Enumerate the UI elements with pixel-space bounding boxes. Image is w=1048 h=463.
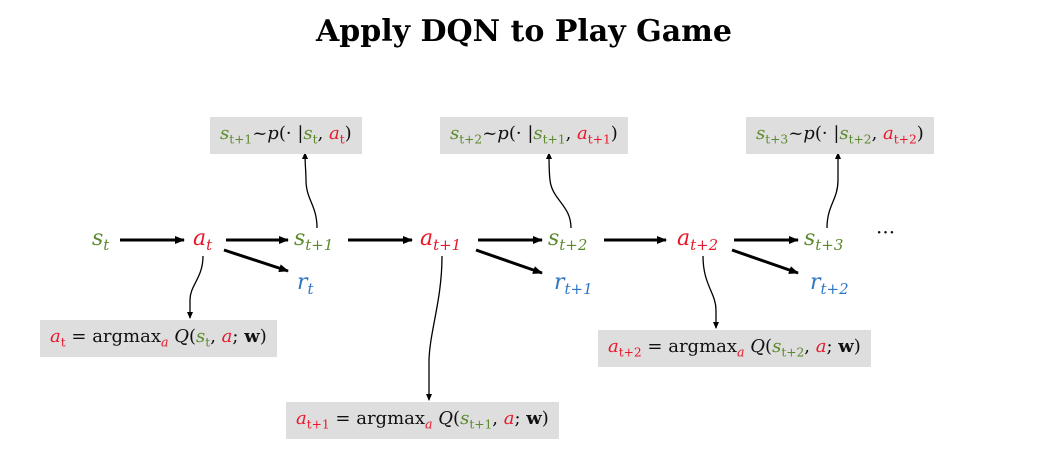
- arrow-a-t2-to-r-t2: [731, 248, 799, 275]
- curve-s-t1-to-transition-1: [302, 152, 318, 229]
- curve-s-t3-to-transition-3: [826, 152, 841, 229]
- diagram-title: Apply DQN to Play Game: [316, 14, 732, 49]
- state-s-t1: st+1: [294, 226, 334, 255]
- ellipsis: ···: [876, 220, 896, 244]
- policy-box-2: at+1 = argmaxa Q(st+1, a; w): [286, 402, 559, 439]
- policy-box-1: at = argmaxa Q(st, a; w): [40, 320, 277, 357]
- transition-box-2: st+2~p(· |st+1, at+1): [440, 117, 628, 154]
- reward-r-t2: rt+2: [810, 270, 849, 299]
- curve-a-t2-to-policy-3: [702, 255, 719, 329]
- curve-s-t2-to-transition-2: [546, 152, 572, 229]
- transition-box-1: st+1~p(· |st, at): [210, 117, 362, 154]
- reward-r-t: rt: [297, 270, 314, 299]
- curve-a-t-to-policy-1: [187, 255, 204, 319]
- policy-box-3: at+2 = argmaxa Q(st+2, a; w): [598, 330, 871, 367]
- action-a-t1: at+1: [420, 226, 462, 255]
- reward-r-t1: rt+1: [554, 270, 593, 299]
- action-a-t2: at+2: [677, 226, 719, 255]
- state-s-t3: st+3: [804, 226, 844, 255]
- action-a-t: at: [193, 226, 213, 255]
- state-s-t: st: [92, 226, 110, 255]
- transition-box-3: st+3~p(· |st+2, at+2): [746, 117, 934, 154]
- arrow-a-t-to-r-t: [223, 248, 289, 273]
- arrow-a-t1-to-r-t1: [475, 248, 543, 275]
- curve-a-t1-to-policy-2: [426, 255, 443, 401]
- state-s-t2: st+2: [548, 226, 588, 255]
